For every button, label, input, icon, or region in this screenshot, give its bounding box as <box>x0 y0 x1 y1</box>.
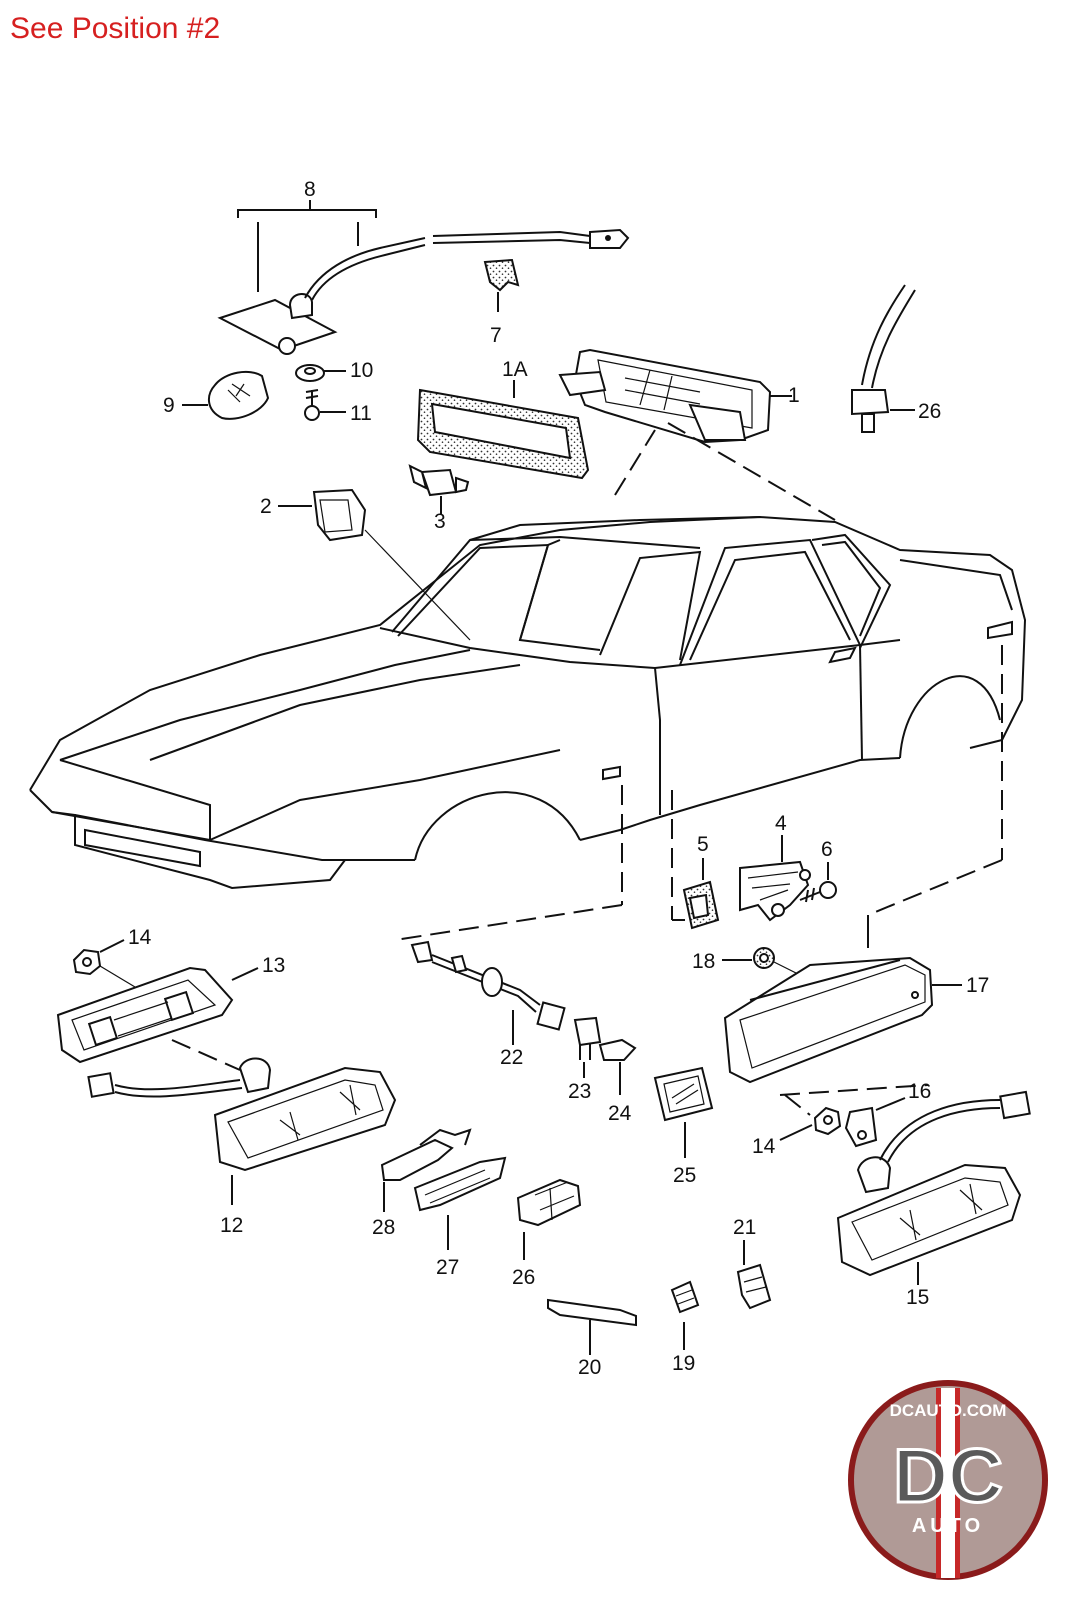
part-7-clip <box>483 258 520 312</box>
callout-18: 18 <box>692 950 715 973</box>
callout-3: 3 <box>434 510 446 533</box>
callout-26-bottom: 26 <box>512 1266 535 1289</box>
callout-20: 20 <box>578 1356 601 1379</box>
callout-1A: 1A <box>502 358 528 381</box>
logo-top-text: DCAUTO.COM <box>890 1401 1007 1420</box>
callout-16: 16 <box>908 1080 931 1103</box>
part-28-terminal <box>380 1128 472 1212</box>
callout-28: 28 <box>372 1216 395 1239</box>
part-1-interior-lamp-housing <box>558 348 792 444</box>
part-5-grommet <box>682 858 720 930</box>
part-11-screw <box>304 389 346 421</box>
callout-19: 19 <box>672 1352 695 1375</box>
callout-2: 2 <box>260 495 272 518</box>
car-body <box>29 515 1027 890</box>
part-25-side-marker <box>653 1066 714 1158</box>
callout-labels: 8 7 1A 1 26 9 10 11 2 3 5 4 6 14 13 18 1… <box>128 178 989 1379</box>
part-17-lamp-housing-right <box>723 956 962 1084</box>
part-4-latch <box>739 835 811 922</box>
part-19-clip <box>670 1280 700 1350</box>
callout-6: 6 <box>821 838 833 861</box>
callout-27: 27 <box>436 1256 459 1279</box>
part-26-sensor <box>851 284 916 433</box>
callout-21: 21 <box>733 1216 756 1239</box>
part-8-license-lamp-assembly <box>217 200 630 355</box>
callout-4: 4 <box>775 812 787 835</box>
callout-12: 12 <box>220 1214 243 1237</box>
part-22-wiring-harness <box>410 940 566 1045</box>
part-18-nut <box>722 947 801 976</box>
part-2-door-switch <box>278 488 471 641</box>
callout-25: 25 <box>673 1164 696 1187</box>
part-15-indicator-right <box>836 1090 1031 1285</box>
part-12-indicator-left <box>87 1057 397 1205</box>
callout-5: 5 <box>697 833 709 856</box>
part-1A-gasket <box>416 380 590 480</box>
callout-22: 22 <box>500 1046 523 1069</box>
part-20-strip <box>547 1298 637 1355</box>
callout-1: 1 <box>788 384 800 407</box>
part-27-terminal <box>413 1156 507 1250</box>
callout-8: 8 <box>304 178 316 201</box>
callout-14-right: 14 <box>752 1135 776 1158</box>
logo-sub-text: AUTO <box>912 1515 984 1537</box>
part-14-nut-right <box>779 1106 842 1141</box>
part-10-nut <box>295 364 346 382</box>
callout-23: 23 <box>568 1080 591 1103</box>
dc-auto-logo: DCAUTO.COM DC AUTO <box>848 1380 1048 1580</box>
callout-13: 13 <box>262 954 285 977</box>
part-14-nut-left <box>72 939 141 991</box>
part-24-bulb <box>598 1038 637 1095</box>
part-13-lamp-housing-left <box>56 966 259 1064</box>
logo-big-text: DC <box>893 1434 1003 1519</box>
part-26-connector-housing <box>516 1178 582 1260</box>
callout-17: 17 <box>966 974 989 997</box>
callout-10: 10 <box>350 359 373 382</box>
callout-14-left: 14 <box>128 926 152 949</box>
callout-11: 11 <box>350 402 372 425</box>
callout-26-top: 26 <box>918 400 941 423</box>
see-position-note: See Position #2 <box>10 12 221 45</box>
part-3-festoon-bulb <box>408 429 656 514</box>
callout-24: 24 <box>608 1102 632 1125</box>
part-21-clip <box>736 1240 772 1310</box>
part-23-connector <box>573 1016 602 1078</box>
callout-9: 9 <box>163 394 175 417</box>
part-6-screw <box>799 862 837 903</box>
part-9-bulb <box>182 370 270 420</box>
callout-15: 15 <box>906 1286 929 1309</box>
callout-7: 7 <box>490 324 502 347</box>
part-16-bracket <box>844 1097 906 1148</box>
